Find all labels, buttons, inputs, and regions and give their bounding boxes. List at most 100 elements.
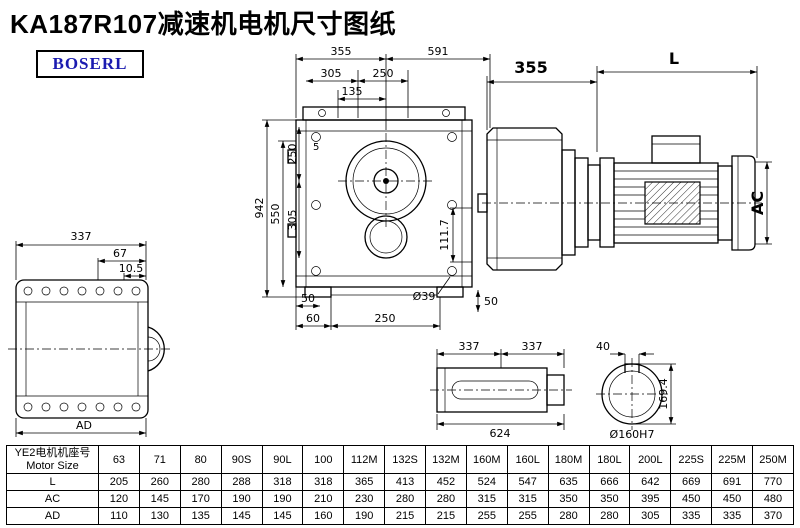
cell: 190: [220, 490, 263, 508]
foot-right: [436, 286, 464, 298]
bolt-hole: [41, 286, 51, 296]
bolt-hole: [442, 109, 450, 117]
flange-view: 40 169.4 Ø160H7: [596, 340, 676, 441]
col-header: 112M: [343, 445, 386, 474]
row-label: AC: [6, 490, 99, 508]
bolt-hole: [59, 286, 69, 296]
bolt-hole: [447, 132, 457, 142]
bottom-housing: [330, 286, 438, 296]
gearbox-body-front: [295, 119, 473, 288]
cell: 190: [343, 507, 386, 525]
dim-front-942: 942: [253, 198, 266, 219]
shaft-end: [546, 374, 565, 406]
cell: 315: [506, 490, 549, 508]
cell: 315: [465, 490, 508, 508]
bolt-hole: [23, 286, 33, 296]
table-row-AD: AD 110 130 135 145 145 160 190 215 215 2…: [6, 507, 794, 525]
col-header: 63: [98, 445, 140, 474]
gearbox-top-plate: [302, 106, 466, 121]
dim-front-550: 550: [269, 204, 282, 225]
col-header: 80: [179, 445, 222, 474]
col-header: 180M: [547, 445, 590, 474]
cell: 280: [179, 473, 222, 491]
adapter-flange-1: [561, 149, 576, 256]
terminal-box: [651, 135, 701, 164]
bolt-hole: [95, 402, 105, 412]
dim-flange-40: 40: [596, 340, 610, 353]
cell: 280: [588, 507, 631, 525]
front-dimensions: 355 591 305 250 135 942 550 250 305 5 11…: [253, 45, 498, 330]
cell: 350: [547, 490, 590, 508]
cell: 642: [629, 473, 672, 491]
dim-front-50-left: 50: [301, 292, 315, 305]
col-header: 132M: [425, 445, 467, 474]
cell: 260: [138, 473, 181, 491]
dim-front-355: 355: [331, 45, 352, 58]
cell: 190: [261, 490, 304, 508]
bolt-hole: [113, 402, 123, 412]
dim-front-60: 60: [306, 312, 320, 325]
col-header: 132S: [384, 445, 426, 474]
bolt-hole: [23, 402, 33, 412]
cell: 145: [138, 490, 181, 508]
col-header: 71: [138, 445, 181, 474]
motor-size-header-cn: YE2电机机座号: [14, 446, 91, 459]
cell: 770: [752, 473, 794, 491]
cell: 130: [138, 507, 181, 525]
side-dimensions: 337 67 10.5 AD: [15, 230, 147, 437]
dim-front-305: 305: [321, 67, 342, 80]
cell: 110: [98, 507, 140, 525]
cell: 160: [302, 507, 345, 525]
dim-flange-169-4: 169.4: [657, 378, 670, 410]
cell: 288: [220, 473, 263, 491]
cell: 370: [752, 507, 794, 525]
cell: 120: [98, 490, 140, 508]
row-label: AD: [6, 507, 99, 525]
col-header: 100: [302, 445, 345, 474]
col-header: 160L: [506, 445, 549, 474]
lower-bore-circle: [364, 215, 408, 259]
output-shaft-boss: [147, 326, 165, 372]
dim-front-5: 5: [313, 142, 319, 153]
bolt-hole: [95, 286, 105, 296]
cell: 170: [179, 490, 222, 508]
cell: 145: [261, 507, 304, 525]
dim-assembly-355: 355: [514, 58, 547, 77]
shaft-view: 337 337 624: [430, 340, 572, 440]
bolt-hole: [131, 402, 141, 412]
cell: 280: [425, 490, 467, 508]
cell: 547: [506, 473, 549, 491]
motor-size-table: YE2电机机座号 Motor Size 63 71 80 90S 90L 100…: [6, 445, 794, 525]
col-header: 160M: [465, 445, 508, 474]
cell: 524: [465, 473, 508, 491]
cell: 305: [629, 507, 672, 525]
bolt-hole: [311, 200, 321, 210]
motor-flange: [599, 157, 615, 248]
cell: 255: [465, 507, 508, 525]
cell: 452: [425, 473, 467, 491]
assembly-view: 355 L AC: [477, 49, 772, 271]
cell: 318: [302, 473, 345, 491]
bolt-hole: [311, 266, 321, 276]
dim-front-135: 135: [342, 85, 363, 98]
cell: 135: [179, 507, 222, 525]
dim-shaft-337b: 337: [522, 340, 543, 353]
dim-front-50-right: 50: [484, 295, 498, 308]
bolt-hole: [41, 402, 51, 412]
dim-side-10-5: 10.5: [119, 262, 144, 275]
adapter-flange-3: [587, 164, 601, 241]
left-pad-upper: [287, 149, 297, 164]
cell: 669: [670, 473, 713, 491]
dim-side-67: 67: [113, 247, 127, 260]
technical-drawing: 355 591 305 250 135 942 550 250 305 5 11…: [8, 45, 772, 441]
cell: 215: [384, 507, 426, 525]
bolt-hole: [131, 286, 141, 296]
dim-side-AD: AD: [76, 419, 92, 432]
dim-front-250-left: 250: [286, 144, 299, 165]
col-header: 90S: [220, 445, 263, 474]
col-header: 250M: [752, 445, 794, 474]
cell: 230: [343, 490, 386, 508]
dim-flange-bore: Ø160H7: [610, 428, 655, 441]
table-row-L: L 205 260 280 288 318 318 365 413 452 52…: [6, 473, 794, 491]
cell: 318: [261, 473, 304, 491]
